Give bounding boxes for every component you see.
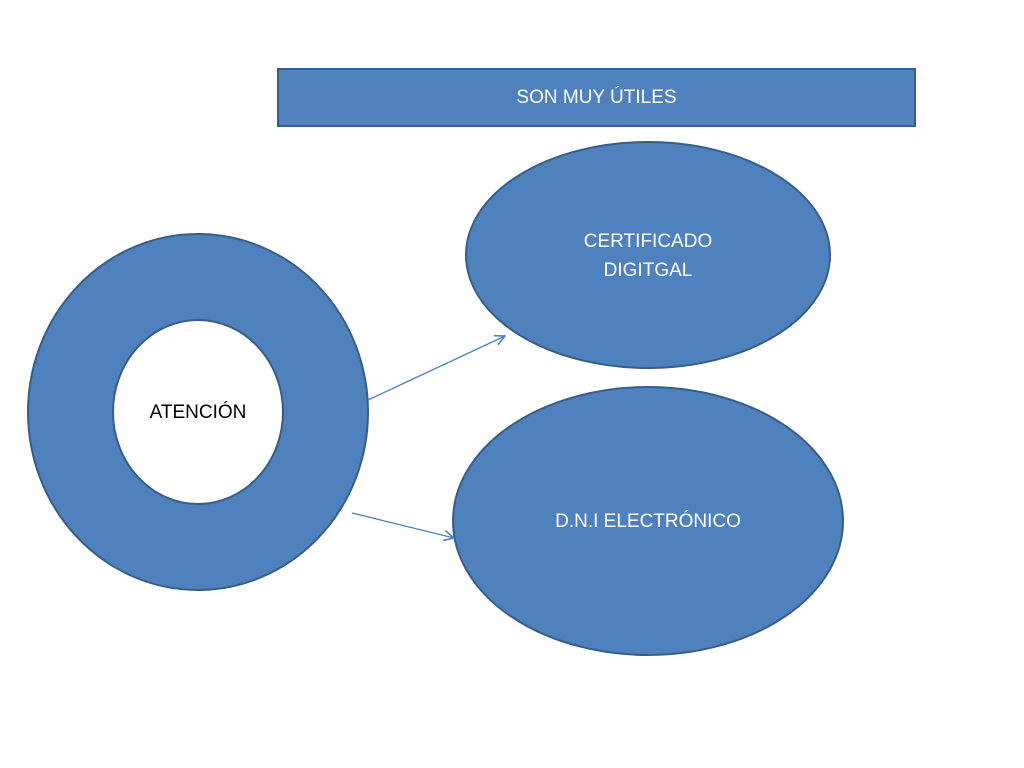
banner-title: SON MUY ÚTILES: [516, 87, 677, 108]
donut-ring: [26, 233, 370, 591]
node-ellipse-dni: [452, 386, 844, 656]
center-label: ATENCIÓN: [149, 401, 247, 423]
node-ellipse-certificado: [465, 141, 831, 369]
node-label-certificado: CERTIFICADO DIGITGAL: [583, 231, 713, 281]
banner-rectangle: [277, 68, 916, 127]
connector-arrow-to-dni: [351, 512, 454, 538]
node-label-dni: D.N.I ELECTRÓNICO: [555, 510, 741, 532]
connector-arrow-to-certificado: [367, 336, 505, 401]
